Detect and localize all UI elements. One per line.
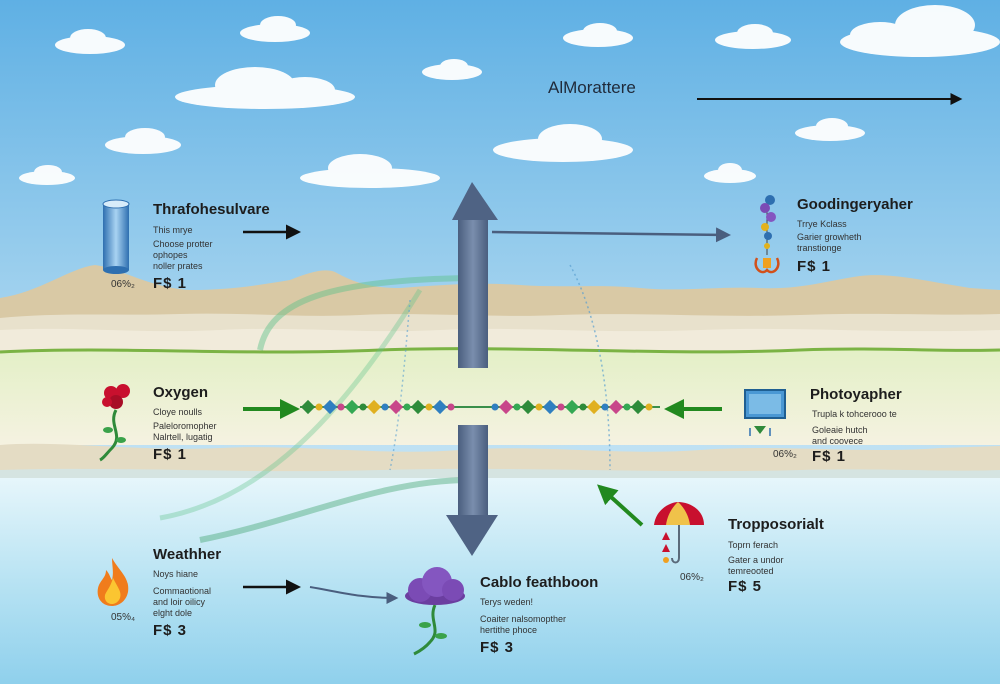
node-small-label: 06%₂ bbox=[680, 572, 704, 583]
troppo-arrow bbox=[597, 484, 644, 527]
node-value: F$ 3 bbox=[153, 622, 188, 639]
chain-bead bbox=[542, 399, 558, 415]
node-line: ophopes bbox=[153, 250, 188, 260]
node-line: Paleloromopher bbox=[153, 421, 217, 431]
node-line: hertithe phoce bbox=[480, 625, 538, 635]
node-line: and loir oilicy bbox=[153, 597, 206, 607]
chain-bead bbox=[359, 403, 367, 411]
chain-bead bbox=[623, 403, 631, 411]
node-line: transtionge bbox=[797, 243, 842, 253]
header-label: AlMorattere bbox=[548, 78, 636, 97]
chain-bead bbox=[381, 403, 389, 411]
node-line: Commaotional bbox=[153, 586, 212, 596]
node-value: F$ 1 bbox=[797, 258, 832, 275]
node-title: Cablo feathboon bbox=[480, 574, 599, 591]
umbrella-icon bbox=[654, 502, 704, 564]
node-title: Tropposorialt bbox=[728, 516, 824, 533]
chain-bead bbox=[535, 403, 543, 411]
node-line: Gater a undor bbox=[728, 555, 784, 565]
node-line: Trrye Kclass bbox=[797, 219, 847, 229]
node-line: Garier growheth bbox=[797, 232, 862, 242]
chain-bead bbox=[344, 399, 360, 415]
chain-bead bbox=[608, 399, 624, 415]
node-line: and coovece bbox=[812, 436, 864, 446]
monitor-icon bbox=[744, 389, 786, 436]
chain-bead bbox=[498, 399, 514, 415]
chain-bead bbox=[564, 399, 580, 415]
chain-bead bbox=[403, 403, 411, 411]
chain-bead bbox=[315, 403, 323, 411]
chain-bead bbox=[366, 399, 382, 415]
node-small-label: 06%₂ bbox=[773, 449, 797, 460]
chain-bead bbox=[645, 403, 653, 411]
chain-bead bbox=[491, 403, 499, 411]
node-title: Weathher bbox=[153, 546, 222, 563]
node-line: Trupla k tohcerooo te bbox=[812, 409, 897, 419]
node-line: temreooted bbox=[728, 566, 774, 576]
flame-icon bbox=[97, 558, 129, 606]
node-line: Goleaie hutch bbox=[812, 425, 868, 435]
chain-bead bbox=[601, 403, 609, 411]
chain-bead bbox=[520, 399, 536, 415]
vertical-exchange-arrow bbox=[446, 182, 498, 556]
node-value: F$ 1 bbox=[153, 446, 188, 463]
purple-cloud-plant-icon bbox=[405, 567, 465, 656]
node-line: noller prates bbox=[153, 261, 203, 271]
chain-bead bbox=[388, 399, 404, 415]
node-line: This mrye bbox=[153, 225, 193, 235]
chain-bead bbox=[322, 399, 338, 415]
node-line: Nalrtell, lugatig bbox=[153, 432, 213, 442]
node-line: elght dole bbox=[153, 608, 193, 618]
node-line: Coaiter nalsomopther bbox=[480, 614, 567, 624]
chain-bead bbox=[630, 399, 646, 415]
chain-bead bbox=[410, 399, 426, 415]
chain-bead bbox=[425, 403, 433, 411]
chain-bead bbox=[300, 399, 316, 415]
cylinder-icon bbox=[102, 199, 130, 274]
node-line: Noys hiane bbox=[153, 569, 199, 579]
node-small-label: 05%₄ bbox=[111, 612, 136, 623]
node-line: Choose protter bbox=[153, 239, 213, 249]
chain-bead bbox=[432, 399, 448, 415]
node-value: F$ 1 bbox=[153, 275, 188, 292]
cablo-arrow bbox=[309, 586, 399, 604]
node-title: Oxygen bbox=[153, 384, 209, 401]
node-title: Thrafohesulvare bbox=[153, 201, 270, 218]
node-line: Toprn ferach bbox=[728, 540, 779, 550]
chain-bead bbox=[447, 403, 455, 411]
node-value: F$ 5 bbox=[728, 578, 763, 595]
goodinger-arrow bbox=[491, 227, 731, 243]
red-flower-icon bbox=[99, 384, 130, 462]
chain-bead bbox=[579, 403, 587, 411]
chain-bead bbox=[337, 403, 345, 411]
node-small-label: 06%₂ bbox=[111, 279, 135, 290]
node-line: Terys weden! bbox=[480, 597, 534, 607]
beaded-string-icon bbox=[754, 195, 780, 274]
node-line: Cloye noulls bbox=[153, 407, 203, 417]
node-value: F$ 1 bbox=[812, 448, 847, 465]
node-title: Photoyapher bbox=[810, 386, 902, 403]
chain-bead bbox=[557, 403, 565, 411]
node-title: Goodingeryaher bbox=[797, 196, 913, 213]
chain-bead bbox=[513, 403, 521, 411]
node-value: F$ 3 bbox=[480, 639, 515, 656]
chain-bead bbox=[586, 399, 602, 415]
